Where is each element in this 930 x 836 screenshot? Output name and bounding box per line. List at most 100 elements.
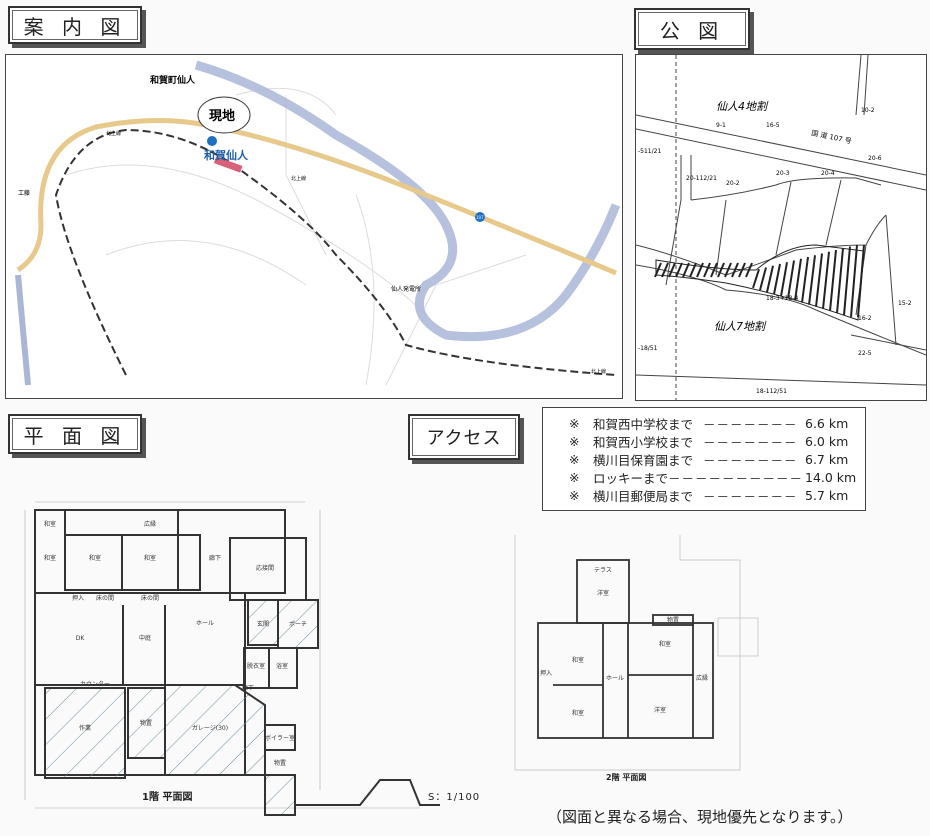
- access-item: ※ ロッキーまで－－－－－－－－－－14.0 km: [543, 468, 865, 486]
- floor-plan-1f: 和室 広縁 和室 和室 和室 廊下 応接間 押入 床の間 床の間 DK 中庭 ホ…: [20, 490, 479, 820]
- scale-label: S：1/100: [428, 792, 481, 803]
- note-mark: ※: [569, 469, 580, 485]
- room-label: 床の間: [141, 594, 159, 602]
- room-label: 和室: [572, 709, 584, 717]
- river: [194, 60, 621, 342]
- room-label: ポーチ: [289, 620, 307, 628]
- parcel-label: 20-3: [776, 170, 790, 177]
- hatch-line: [843, 246, 851, 316]
- access-item: ※和賀西小学校まで－－－－－－－6.0 km: [543, 432, 865, 450]
- hatch-line: [682, 262, 690, 278]
- hatch-line: [794, 258, 802, 301]
- area-label: 和賀町仙人: [149, 74, 196, 86]
- hatch-line: [773, 263, 781, 295]
- room-label: 広縁: [696, 674, 708, 682]
- hatch-line: [654, 262, 662, 278]
- room-label: 洋室: [597, 589, 609, 597]
- footer-note: （図面と異なる場合、現地優先となります。）: [547, 808, 853, 826]
- rail-label: 北上線: [291, 175, 306, 182]
- hatch-line: [801, 256, 809, 303]
- access-list: ※和賀西中学校まで－－－－－－－6.6 km ※和賀西小学校まで－－－－－－－6…: [542, 407, 866, 511]
- room-label: ホール: [196, 620, 214, 627]
- route-107-shield: [475, 212, 485, 222]
- room-label: 和室: [659, 640, 671, 648]
- hatch-line: [668, 262, 676, 278]
- room-label: 脱衣室: [247, 662, 265, 670]
- subject-parcel-hatch: [654, 244, 865, 321]
- hatch-line: [787, 260, 795, 299]
- parcel-label: 16-5: [766, 122, 780, 129]
- room-label: 廊下: [242, 684, 254, 692]
- floor-1-label: 1階 平面図: [142, 792, 193, 803]
- note-mark: ※: [569, 451, 580, 467]
- road-107: [16, 117, 617, 276]
- leader-dashes: －－－－－－－－－－: [668, 470, 804, 486]
- floor-plan-title-text: 平 面 図: [23, 423, 127, 448]
- hatch-line: [724, 262, 732, 278]
- room-label: 中庭: [139, 634, 151, 642]
- room-label: カウンター: [80, 680, 110, 688]
- room-label: 洋室: [654, 706, 666, 714]
- note-mark: ※: [569, 415, 580, 431]
- hatch-line: [710, 262, 718, 278]
- site-label: 現地: [209, 108, 235, 124]
- hatch-line: [857, 244, 865, 318]
- parcel-label: 9-1: [716, 122, 726, 129]
- district-south: 仙人7地割: [714, 320, 767, 333]
- access-distance: 6.6 km: [805, 415, 849, 431]
- room-label: 廊下: [209, 554, 221, 562]
- floor-plan-2f-drawing: テラス 洋室 押入 和室 和室 ホール 和室 物置 洋室 広縁: [514, 535, 759, 771]
- place-label: 工藤: [18, 189, 30, 197]
- site-pin: [207, 136, 217, 146]
- leader-dashes: －－－－－－－: [703, 434, 798, 450]
- power-plant-label: 仙人発電所: [391, 285, 421, 293]
- parcel-label: 20-2: [726, 180, 740, 187]
- access-destination: 和賀西小学校まで: [593, 434, 694, 450]
- hatch-line: [829, 249, 837, 312]
- parcel-label: 18-3+18-4: [766, 295, 798, 302]
- hatch-line: [815, 253, 823, 307]
- room-label: 玄関: [257, 620, 269, 628]
- access-distance: 5.7 km: [805, 487, 849, 503]
- hatch-line: [752, 268, 760, 289]
- hatch-line: [661, 262, 669, 278]
- floor-plan-1f-drawing: 和室 広縁 和室 和室 和室 廊下 応接間 押入 床の間 床の間 DK 中庭 ホ…: [24, 501, 440, 816]
- cadastral-drawing: 仙人4地割 仙人7地割 国 道 107 号 9-1 16-5 20-112/21…: [636, 55, 926, 400]
- access-destination: ロッキーまで: [593, 470, 669, 486]
- parcel-label: -511/21: [638, 148, 661, 155]
- note-mark: ※: [569, 433, 580, 449]
- hatch-line: [808, 255, 816, 305]
- route-number: 107: [476, 215, 484, 220]
- leader-dashes: －－－－－－－: [703, 452, 798, 468]
- room-label: 床の間: [96, 594, 114, 602]
- parcel-label: 20-4: [821, 170, 835, 177]
- guide-map-drawing: 和賀町仙人 現地 和賀仙人 北上線 北上線 北上線 仙人発電所 107 工藤: [15, 60, 621, 386]
- hatch-line: [836, 248, 844, 314]
- rail-label: 北上線: [591, 368, 606, 375]
- leader-dashes: －－－－－－－: [703, 488, 798, 504]
- cadastral-map-title: 公 図: [634, 8, 750, 50]
- railway-kitakami-line: [54, 128, 617, 376]
- cadastral-map: 仙人4地割 仙人7地割 国 道 107 号 9-1 16-5 20-112/21…: [635, 54, 927, 401]
- access-item: ※横川目郵便局まで－－－－－－－5.7 km: [543, 486, 865, 504]
- hatch-line: [850, 244, 858, 318]
- access-distance: 14.0 km: [805, 469, 857, 485]
- hatch-line: [696, 262, 704, 278]
- parcel-label: 20-112/21: [686, 175, 717, 182]
- guide-map-title-text: 案 内 図: [23, 14, 127, 39]
- station-label: 和賀仙人: [204, 148, 249, 162]
- hatch-line: [745, 262, 753, 278]
- note-mark: ※: [569, 487, 580, 503]
- road-label: 国 道 107 号: [811, 128, 853, 145]
- room-label: 押入: [72, 594, 84, 602]
- floor-plan-2f: テラス 洋室 押入 和室 和室 ホール 和室 物置 洋室 広縁 2階 平面図: [510, 530, 770, 790]
- room-label: ボイラー室: [265, 734, 295, 742]
- floor-2-label: 2階 平面図: [606, 773, 647, 782]
- room-label: テラス: [594, 567, 612, 574]
- access-destination: 和賀西中学校まで: [593, 416, 694, 432]
- hatch-line: [703, 262, 711, 278]
- room-label: 物置: [667, 616, 679, 624]
- parcel-label: 22-5: [858, 350, 872, 357]
- room-label: 物置: [140, 719, 152, 727]
- room-label: 和室: [144, 554, 156, 562]
